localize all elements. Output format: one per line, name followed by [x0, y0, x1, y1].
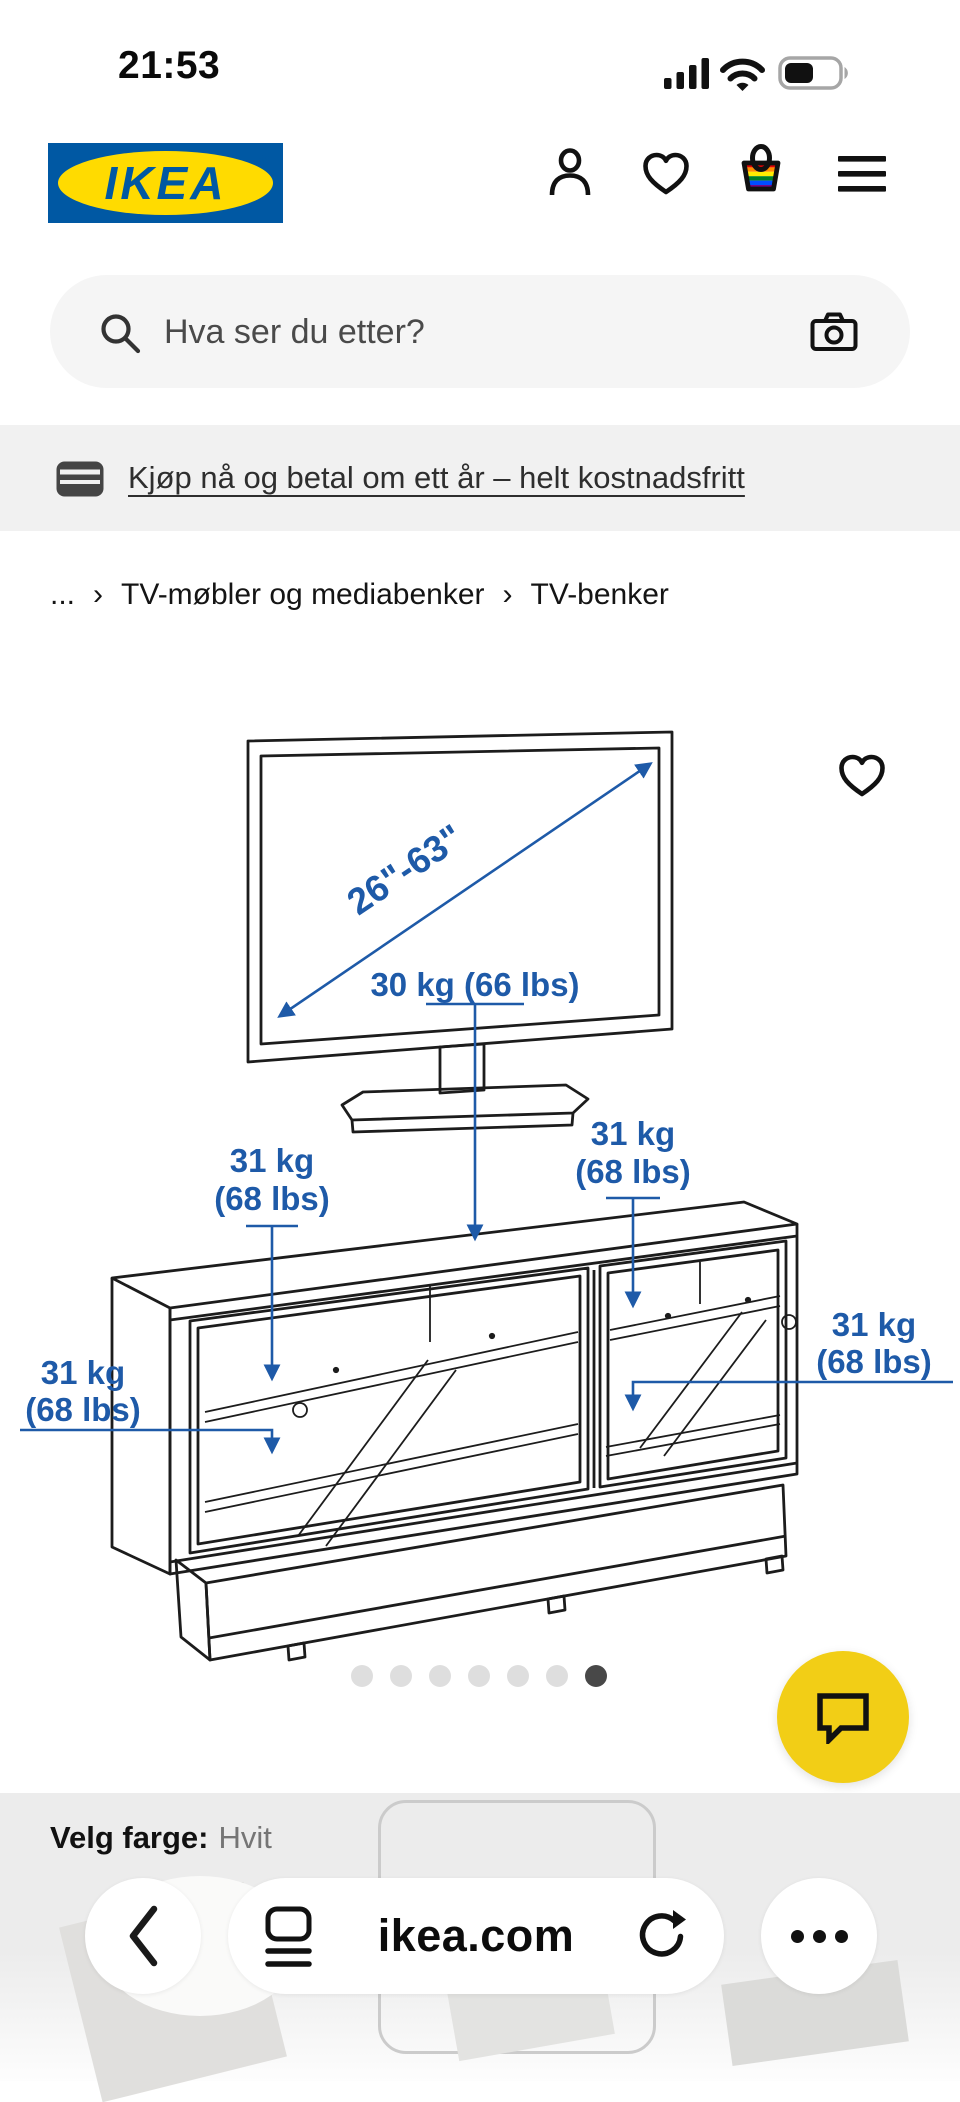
carousel-dot[interactable]	[507, 1665, 529, 1687]
status-time: 21:53	[118, 44, 221, 87]
chevron-right-icon: ›	[93, 578, 104, 611]
breadcrumb: ... › TV-møbler og mediabenker › TV-benk…	[50, 578, 669, 612]
browser-back-button[interactable]	[85, 1878, 201, 1994]
breadcrumb-category[interactable]: TV-møbler og mediabenker	[121, 578, 485, 611]
ellipsis-icon	[812, 1929, 826, 1943]
credit-card-icon	[55, 460, 105, 498]
product-image[interactable]	[0, 620, 960, 1750]
wifi-icon	[719, 58, 766, 92]
color-picker-value: Hvit	[218, 1820, 272, 1855]
carousel-dot[interactable]	[468, 1665, 490, 1687]
search-icon	[98, 311, 142, 355]
chat-button[interactable]	[777, 1651, 909, 1783]
carousel-dot[interactable]	[546, 1665, 568, 1687]
ellipsis-icon	[790, 1929, 804, 1943]
promo-banner: Kjøp nå og betal om ett år – helt kostna…	[0, 425, 960, 531]
shopping-bag-icon[interactable]	[735, 144, 787, 198]
breadcrumb-ellipsis[interactable]: ...	[50, 578, 76, 611]
camera-icon[interactable]	[810, 312, 858, 352]
carousel-dots	[351, 1665, 607, 1687]
battery-icon	[778, 56, 850, 90]
chevron-right-icon: ›	[502, 578, 513, 611]
carousel-dot-active[interactable]	[585, 1665, 607, 1687]
reader-icon[interactable]	[264, 1906, 316, 1968]
favorite-heart-icon[interactable]	[838, 754, 886, 798]
profile-icon[interactable]	[547, 148, 593, 196]
reload-icon[interactable]	[634, 1908, 690, 1964]
color-picker-row: Velg farge: Hvit	[50, 1820, 272, 1856]
ikea-logo-text: IKEA	[104, 157, 227, 209]
favorites-heart-icon[interactable]	[642, 152, 690, 196]
menu-icon[interactable]	[838, 155, 886, 193]
ikea-logo-oval	[58, 151, 273, 215]
search-input[interactable]	[162, 275, 706, 390]
carousel-dot[interactable]	[390, 1665, 412, 1687]
browser-url: ikea.com	[377, 1910, 575, 1961]
search-bar[interactable]	[50, 275, 910, 390]
ellipsis-icon	[834, 1929, 848, 1943]
carousel-dot[interactable]	[351, 1665, 373, 1687]
chat-bubble-icon	[817, 1693, 869, 1744]
promo-link[interactable]: Kjøp nå og betal om ett år – helt kostna…	[128, 460, 745, 495]
chevron-left-icon	[129, 1905, 158, 1967]
cellular-signal-icon	[664, 57, 710, 90]
ikea-logo[interactable]: IKEA ®	[48, 143, 283, 223]
browser-more-button[interactable]	[761, 1878, 877, 1994]
color-picker-label: Velg farge:	[50, 1820, 209, 1855]
registered-mark: ®	[258, 152, 270, 169]
breadcrumb-current[interactable]: TV-benker	[530, 578, 669, 611]
carousel-dot[interactable]	[429, 1665, 451, 1687]
browser-address-bar[interactable]: ikea.com	[228, 1878, 724, 1994]
